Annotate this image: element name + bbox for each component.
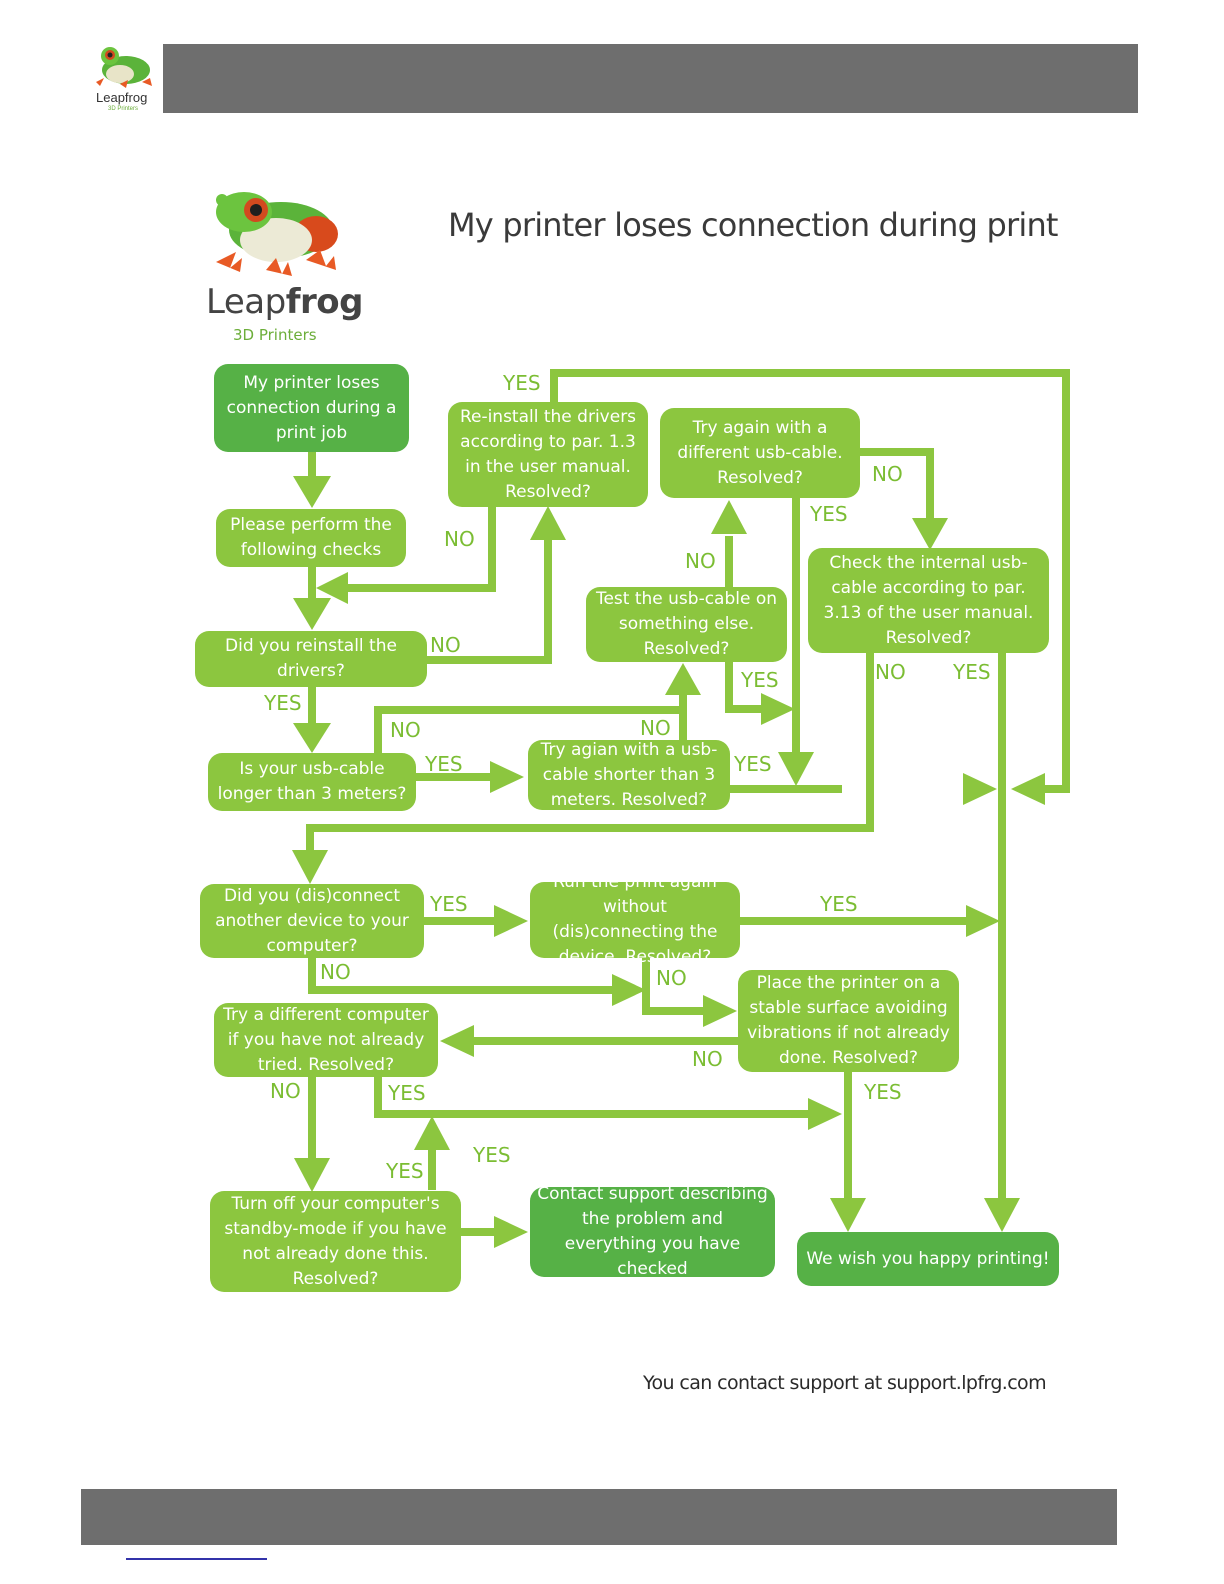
label-no: NO [390,718,421,742]
footer-rule [126,1558,267,1560]
node-run-again: Run the print again without (dis)connect… [530,872,740,967]
label-no: NO [430,633,461,657]
label-no: NO [640,716,671,740]
node-internal-cable: Check the internal usb-cable according t… [808,548,1049,653]
label-no: NO [656,966,687,990]
label-yes: YES [953,660,991,684]
header-logo-text: Leapfrog [96,90,148,105]
header-logo: Leapfrog 3D Printers [90,42,158,116]
node-standby-mode: Turn off your computer's standby-mode if… [210,1191,461,1292]
label-yes: YES [503,371,541,395]
label-yes: YES [741,668,779,692]
node-cable-length-question: Is your usb-cable longer than 3 meters? [208,753,416,811]
label-no: NO [270,1079,301,1103]
node-test-cable: Test the usb-cable on something else. Re… [586,587,787,662]
frog-icon [216,192,338,276]
label-yes: YES [388,1081,426,1105]
node-reinstall-question: Did you reinstall the drivers? [195,631,427,687]
node-start: My printer loses connection during a pri… [214,364,409,452]
header-bar [163,44,1138,113]
node-stable-surface: Place the printer on a stable surface av… [738,970,959,1072]
label-no: NO [872,462,903,486]
node-shorter-cable: Try agian with a usb-cable shorter than … [528,740,730,810]
node-contact-support: Contact support describing the problem a… [530,1184,775,1279]
label-yes: YES [734,752,772,776]
label-yes: YES [473,1143,511,1167]
node-perform-checks: Please perform the following checks [216,509,406,567]
footer-bar [81,1489,1117,1545]
label-no: NO [692,1047,723,1071]
label-yes: YES [430,892,468,916]
brand-logo: Leapfrog 3D Printers [196,182,363,352]
label-no: NO [444,527,475,551]
header-logo-subtext: 3D Printers [108,106,139,112]
page-title: My printer loses connection during print [448,206,1058,244]
label-yes: YES [820,892,858,916]
label-no: NO [320,960,351,984]
label-yes: YES [425,752,463,776]
label-no: NO [875,660,906,684]
node-happy-printing: We wish you happy printing! [797,1232,1059,1286]
node-reinstall-drivers: Re-install the drivers according to par.… [448,402,648,507]
label-yes: YES [264,691,302,715]
node-device-question: Did you (dis)connect another device to y… [200,884,424,958]
frog-icon [96,47,152,88]
brand-logo-subtext: 3D Printers [233,326,317,344]
label-yes: YES [810,502,848,526]
label-no: NO [685,549,716,573]
label-yes: YES [864,1080,902,1104]
label-yes: YES [386,1159,424,1183]
contact-support-line: You can contact support at support.lpfrg… [643,1372,1047,1394]
node-different-computer: Try a different computer if you have not… [214,1003,438,1077]
node-try-different-cable: Try again with a different usb-cable. Re… [660,408,860,498]
brand-logo-text: Leapfrog [206,282,363,322]
